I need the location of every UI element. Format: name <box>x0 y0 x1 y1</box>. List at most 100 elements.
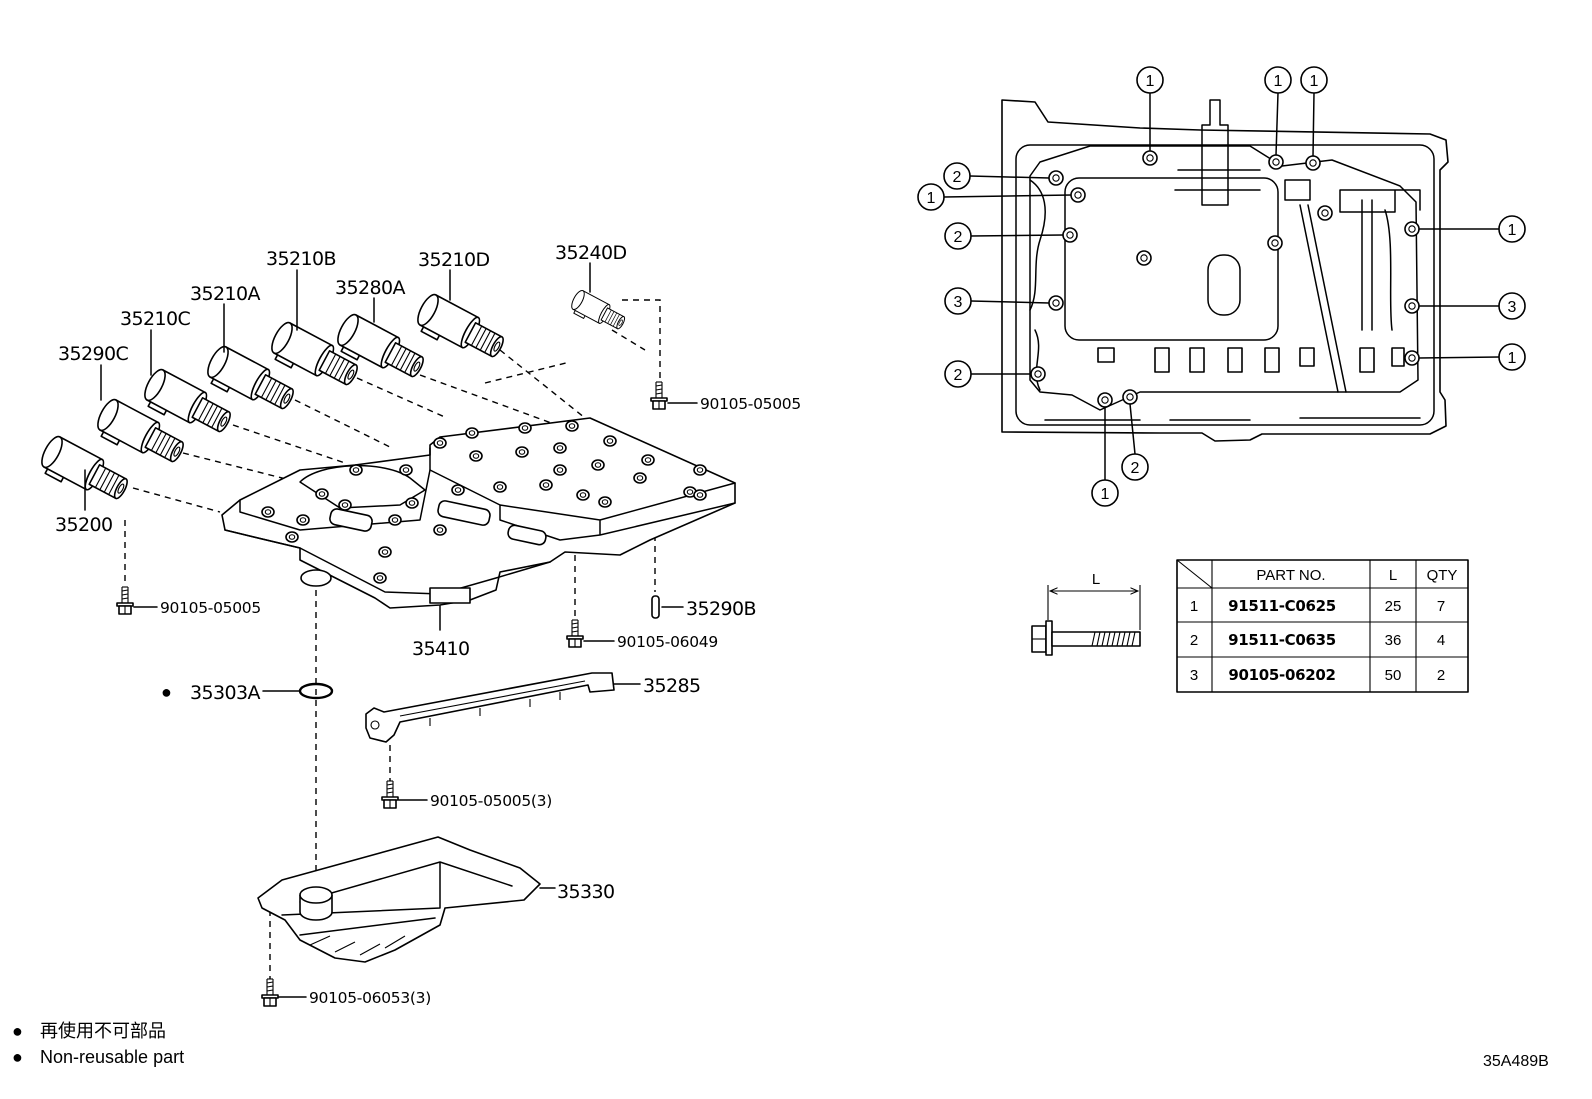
bolt-head-outer <box>1142 150 1158 166</box>
valve-spools <box>329 500 547 546</box>
bolt-head <box>433 524 447 536</box>
bolt-head-inner <box>636 475 644 481</box>
bolt-head <box>378 546 392 558</box>
bolt-head <box>565 420 579 432</box>
bolt-head-inner <box>376 575 384 581</box>
callout-leaders <box>943 92 1500 481</box>
exploded-view: 35240D 35210D 35210B 35280A 35210A 35210… <box>34 242 801 1007</box>
bolt-head-outer <box>493 481 507 493</box>
bolt-head-outer <box>338 499 352 511</box>
bolt-head <box>1317 205 1333 221</box>
callout-number: 3 <box>954 294 963 311</box>
bolt-head-outer <box>296 514 310 526</box>
bolt-head <box>693 489 707 501</box>
bolt-left <box>116 586 134 615</box>
bolt-plate <box>381 780 399 809</box>
bolt-head-outer <box>451 484 465 496</box>
bolt-head-inner <box>496 484 504 490</box>
callout: 2 <box>1121 453 1149 481</box>
bolt-head <box>1070 187 1086 203</box>
callout-number: 2 <box>1131 460 1140 477</box>
bolt-head-inner <box>644 457 652 463</box>
bolt-head <box>598 496 612 508</box>
legend-text-english: Non-reusable part <box>40 1047 184 1067</box>
bolt-head-outer <box>1136 250 1152 266</box>
bolt-head <box>641 454 655 466</box>
callout: 2 <box>944 360 972 388</box>
solenoid-35240d <box>567 288 629 337</box>
label-35285: 35285 <box>643 675 700 697</box>
solenoid-leaders <box>84 262 591 511</box>
bolt-head-inner <box>352 467 360 473</box>
bolt-head <box>539 479 553 491</box>
bolt-head-outer <box>1267 235 1283 251</box>
valve-body-raised-section <box>299 465 426 509</box>
legend: ● 再使用不可部品 ● Non-reusable part <box>12 1021 184 1067</box>
bolt-head-inner <box>1272 158 1280 166</box>
callout: 2 <box>944 222 972 250</box>
callout-circle <box>1121 453 1149 481</box>
bolt-threads <box>1091 631 1136 647</box>
spool-valve <box>437 500 491 526</box>
bolt-head-inner <box>556 445 564 451</box>
label-35290c: 35290C <box>58 343 128 365</box>
bolt-head <box>469 450 483 462</box>
bolt-head-inner <box>436 527 444 533</box>
bolt-head-inner <box>288 534 296 540</box>
row-part-no: 91511-C0625 <box>1228 597 1336 615</box>
bolt-head <box>591 459 605 471</box>
bolt-head-inner <box>1052 174 1060 182</box>
bolt-head <box>399 464 413 476</box>
bolt-head <box>1404 298 1420 314</box>
row-qty: 2 <box>1437 667 1445 684</box>
bolt-head-outer <box>1097 392 1113 408</box>
non-reusable-marker: ● <box>161 682 172 702</box>
label-bolt-strainer: 90105-06053(3) <box>309 989 431 1007</box>
connector <box>1154 347 1170 373</box>
label-35410: 35410 <box>412 638 469 660</box>
bolt-head <box>261 506 275 518</box>
callout-circle <box>1091 479 1119 507</box>
bolt-head <box>388 514 402 526</box>
strainer-inlet-top <box>299 886 333 904</box>
label-35210b: 35210B <box>266 248 336 270</box>
label-35210c: 35210C <box>120 308 190 330</box>
guide-35210d <box>499 349 586 419</box>
strainer-slot <box>1207 254 1241 316</box>
valve-body-bolts <box>261 420 707 584</box>
bolt-top-right <box>650 381 668 410</box>
bolt-head-outer <box>576 489 590 501</box>
bolt-head-outer <box>591 459 605 471</box>
valve-body-outlet-boss <box>300 569 332 587</box>
guide-35210a <box>294 399 393 449</box>
callout-number: 1 <box>1310 73 1319 90</box>
solenoid-35210d <box>410 290 510 369</box>
bolt-head <box>296 514 310 526</box>
connector <box>1359 347 1375 373</box>
callout-number: 1 <box>1508 222 1517 239</box>
bolt-head-outer <box>1268 154 1284 170</box>
callout: 1 <box>1091 479 1119 507</box>
bolt-head-inner <box>1408 225 1416 233</box>
label-bolt-valve-body: 90105-06049 <box>617 633 718 651</box>
bolt-head <box>349 464 363 476</box>
bolt-head <box>1404 350 1420 366</box>
legend-marker: ● <box>12 1021 23 1041</box>
bolt-head-inner <box>318 491 326 497</box>
bolt-head-inner <box>556 467 564 473</box>
bolt-head-outer <box>469 450 483 462</box>
bolt-head-outer <box>388 514 402 526</box>
callout: 2 <box>943 162 971 190</box>
bolt-head <box>451 484 465 496</box>
bolt-head-inner <box>1052 299 1060 307</box>
bolt-head <box>553 464 567 476</box>
dimension-label: L <box>1092 571 1100 588</box>
bolt-head-outer <box>378 546 392 558</box>
bolt-strainer <box>261 978 279 1007</box>
row-ref: 2 <box>1190 632 1198 649</box>
table-grid <box>1176 559 1468 692</box>
bolt-head-inner <box>1408 354 1416 362</box>
bolt-head <box>576 489 590 501</box>
callout-leader <box>970 300 1050 304</box>
